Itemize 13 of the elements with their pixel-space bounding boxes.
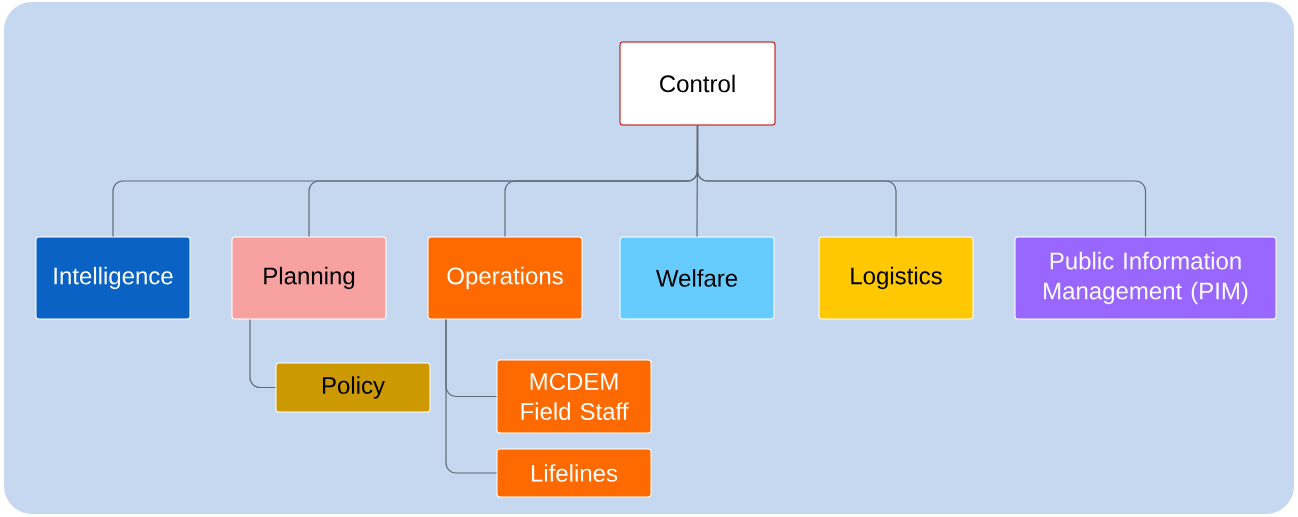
connector-line [249,318,277,389]
org-box: Control [619,41,776,126]
org-box: Operations [427,236,583,320]
org-box: Logistics [818,236,974,320]
org-box: MCDEM Field Staff [496,359,652,434]
org-box: Public Information Management (PIM) [1014,236,1277,320]
connector-line [696,124,1147,238]
connector-line [445,318,498,474]
org-box: Intelligence [35,236,191,320]
org-box: Lifelines [496,448,652,498]
org-box: Planning [231,236,387,320]
org-box: Welfare [619,236,775,320]
org-box: Policy [275,362,431,413]
